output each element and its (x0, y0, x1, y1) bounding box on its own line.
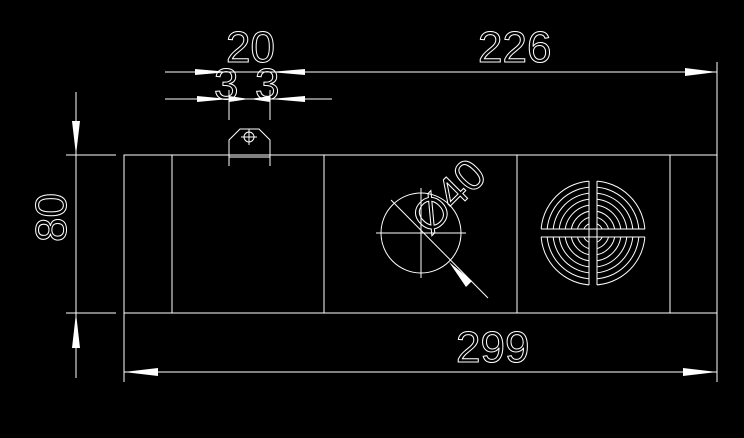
dim-total-length: 299 (456, 323, 529, 372)
dimension-bottom: 299 (123, 313, 718, 382)
outer-outline (123, 154, 718, 314)
dim-tab-offset-right: 3 (255, 60, 279, 109)
dim-tab-width: 20 (226, 23, 275, 72)
dimension-height: 80 (27, 92, 116, 378)
dim-tab-offset-left: 3 (214, 60, 238, 109)
housing-body (123, 154, 718, 314)
dim-height: 80 (27, 193, 76, 242)
dim-hole-diameter: Ø40 (402, 150, 495, 243)
round-hole (376, 188, 489, 299)
vent-grille (538, 178, 648, 288)
dim-tab-to-end: 226 (478, 23, 551, 72)
dimension-top: 20 3 3 226 (165, 23, 718, 155)
mounting-tab (228, 90, 271, 166)
